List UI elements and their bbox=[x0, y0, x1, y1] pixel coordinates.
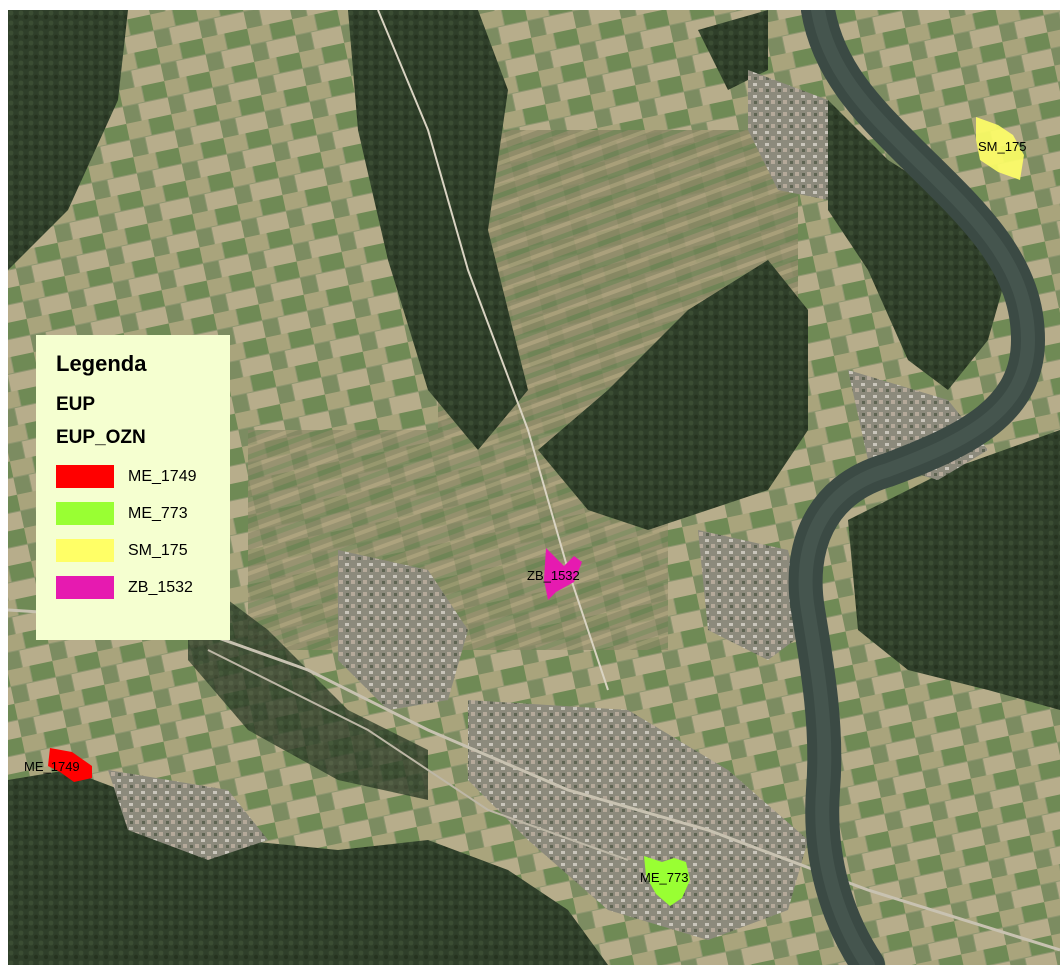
legend-field-name: EUP_OZN bbox=[56, 427, 146, 448]
legend-item-label: SM_175 bbox=[128, 541, 188, 559]
feature-polygon-me-1749 bbox=[48, 748, 92, 782]
map-label-sm-175: SM_175 bbox=[978, 139, 1027, 154]
legend-swatch bbox=[56, 576, 114, 599]
legend-layer-name: EUP bbox=[56, 394, 96, 415]
legend-item-zb-1532: ZB_1532 bbox=[56, 569, 230, 606]
map-label-me-1749: ME_1749 bbox=[24, 759, 80, 774]
legend-item-label: ME_1749 bbox=[128, 467, 197, 485]
feature-polygon-zb-1532 bbox=[544, 548, 582, 600]
map-label-me-773: ME_773 bbox=[640, 870, 689, 885]
legend-title: Legenda bbox=[56, 351, 147, 376]
orthophoto-background bbox=[8, 10, 1060, 965]
legend-swatch bbox=[56, 539, 114, 562]
legend-item-me-773: ME_773 bbox=[56, 495, 230, 532]
legend-swatch bbox=[56, 502, 114, 525]
map-legend: Legenda EUP EUP_OZN ME_1749 ME_773 SM_17… bbox=[36, 335, 230, 640]
legend-item-sm-175: SM_175 bbox=[56, 532, 230, 569]
feature-polygon-sm-175 bbox=[976, 117, 1024, 180]
map-label-zb-1532: ZB_1532 bbox=[527, 568, 580, 583]
legend-swatch bbox=[56, 465, 114, 488]
legend-item-label: ME_773 bbox=[128, 504, 188, 522]
feature-polygon-me-773 bbox=[644, 856, 690, 906]
aerial-map[interactable]: SM_175 ZB_1532 ME_1749 ME_773 bbox=[8, 10, 1060, 965]
legend-item-me-1749: ME_1749 bbox=[56, 458, 230, 495]
legend-item-label: ZB_1532 bbox=[128, 578, 193, 596]
